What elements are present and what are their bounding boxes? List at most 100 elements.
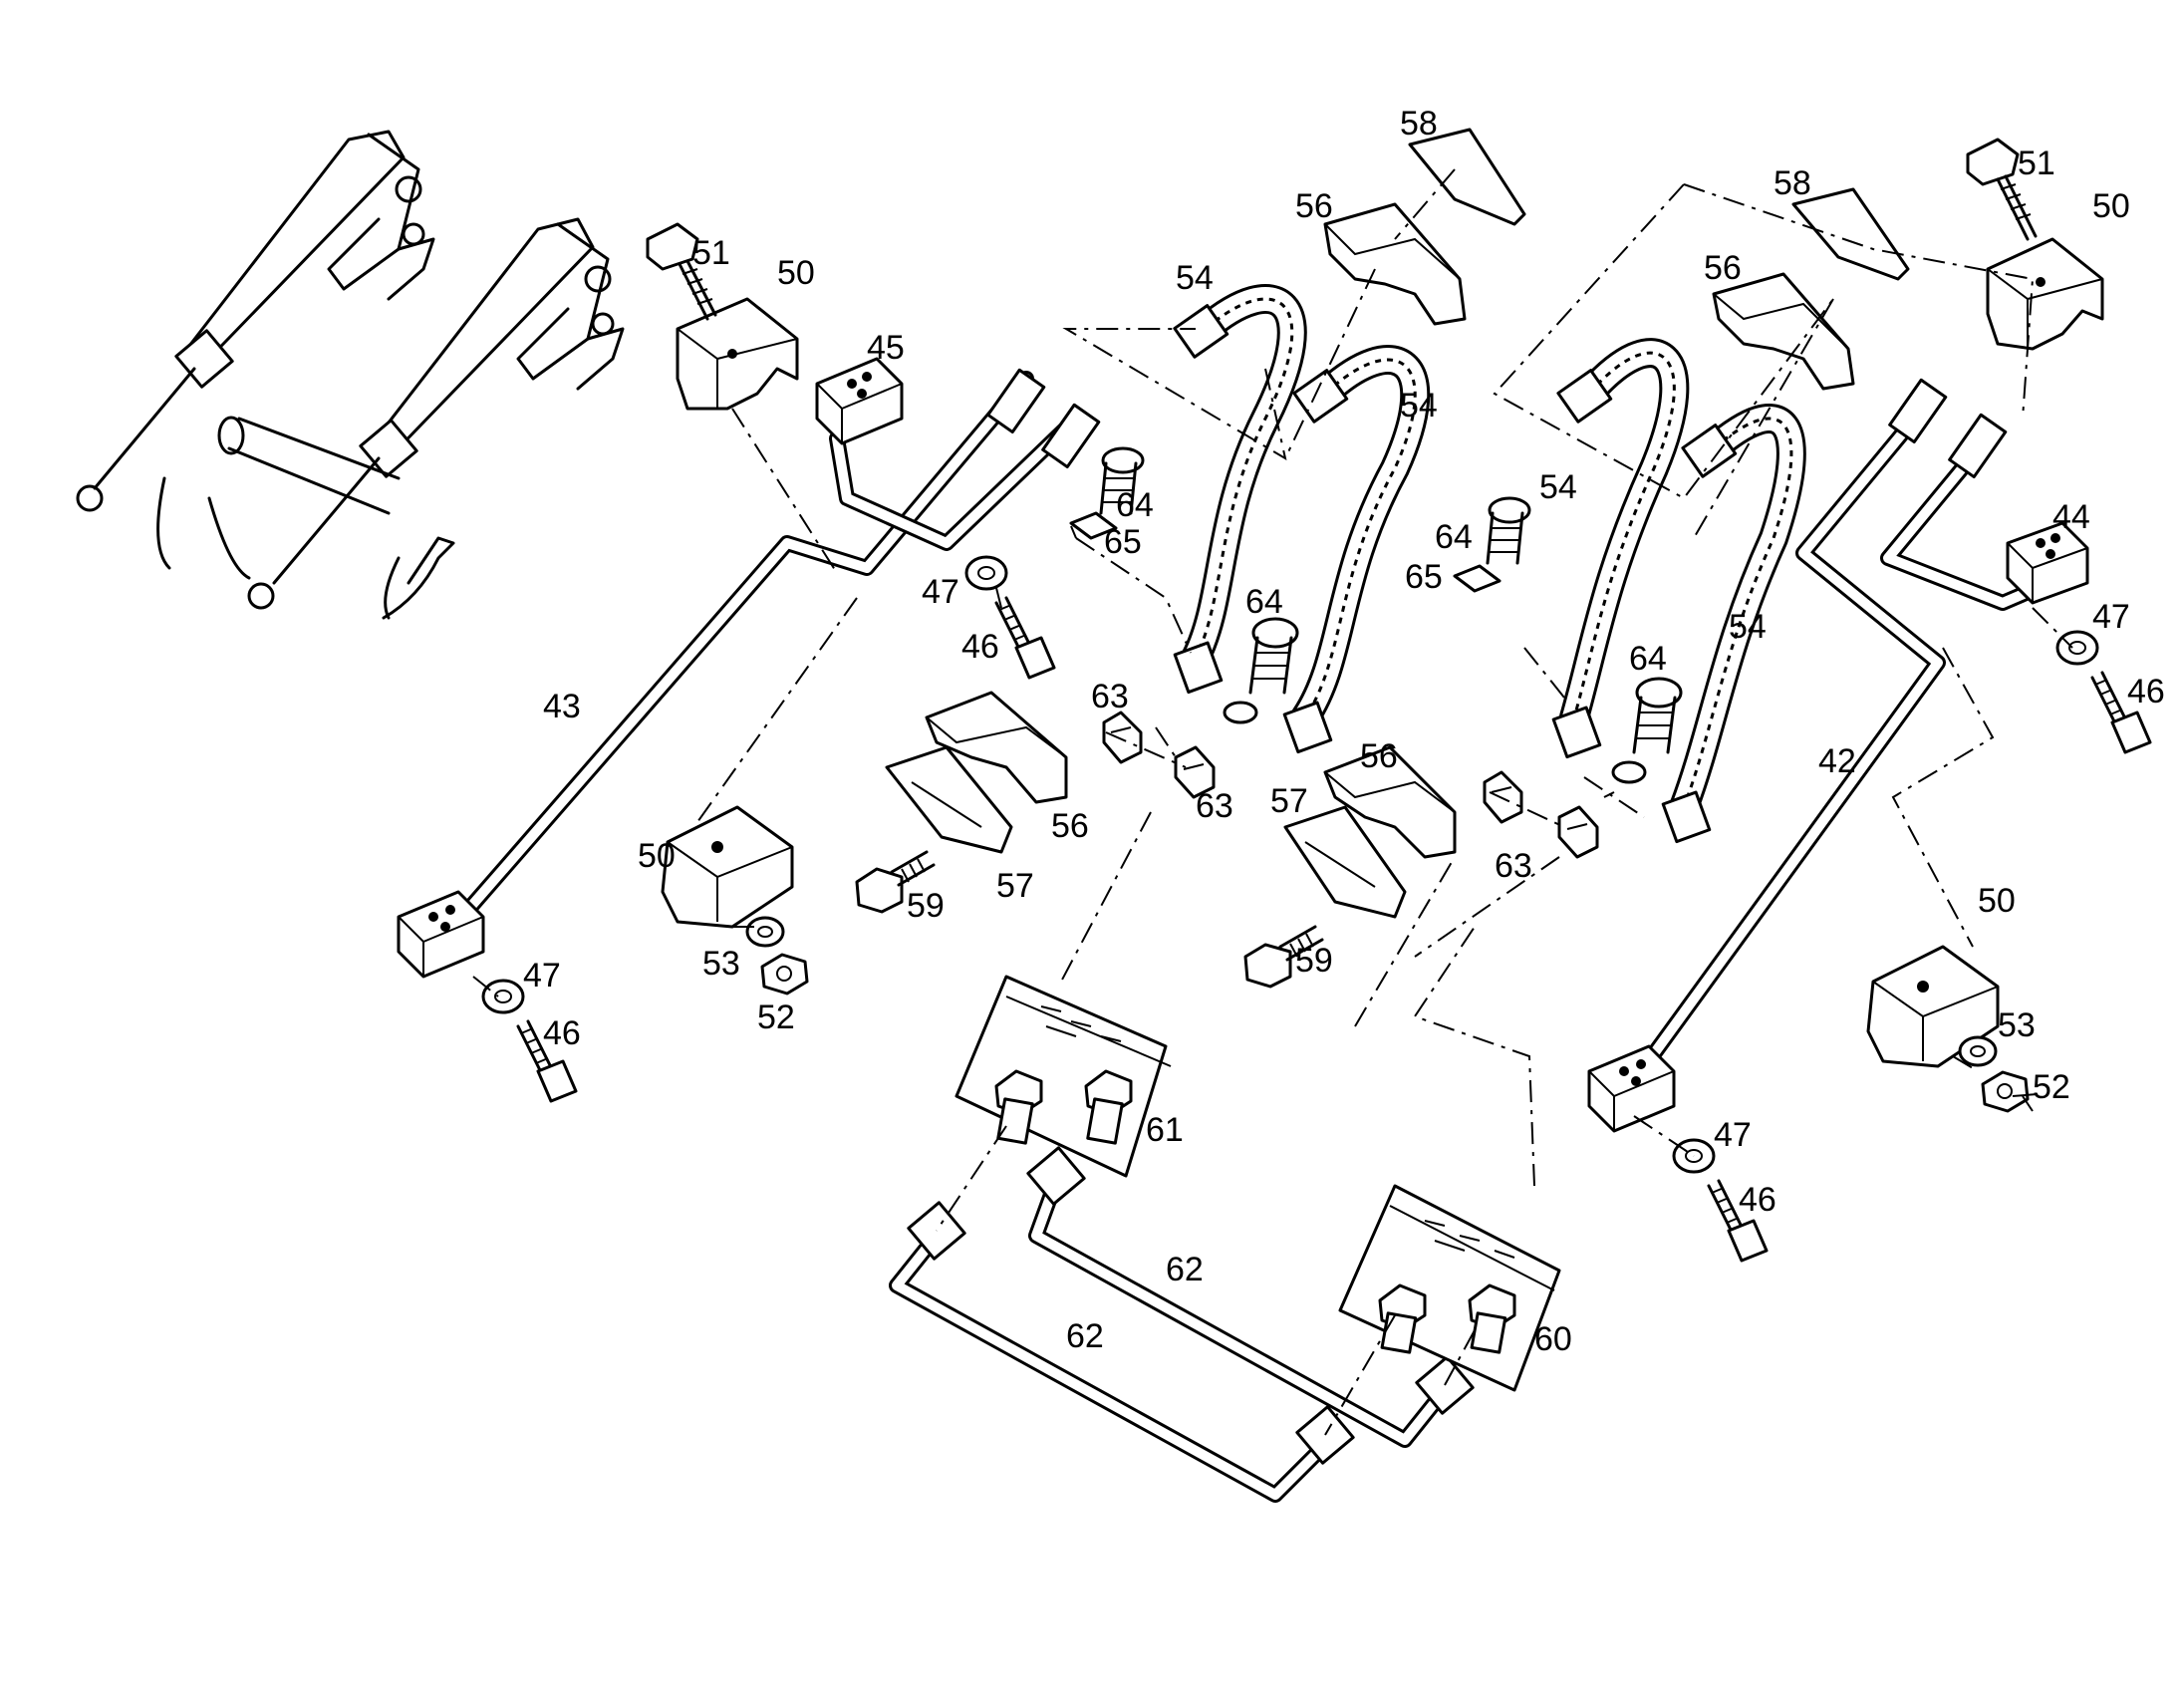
callout-54: 54 bbox=[1729, 608, 1767, 646]
connector-block-43-end bbox=[397, 890, 485, 979]
washer-53-right bbox=[1958, 1035, 1998, 1067]
hose-54-left-b bbox=[1282, 345, 1431, 754]
callout-65: 65 bbox=[1104, 523, 1142, 561]
bolt-46-upper-right bbox=[2090, 671, 2152, 754]
fitting-60-b bbox=[1468, 1283, 1516, 1354]
callout-44: 44 bbox=[2052, 498, 2090, 536]
bolt-59-center bbox=[1243, 925, 1324, 989]
callout-64: 64 bbox=[1629, 640, 1667, 678]
clamp-56-top-right bbox=[1712, 272, 1855, 391]
hose-54-right-b bbox=[1661, 404, 1806, 844]
pipe-62-inner bbox=[1026, 1146, 1475, 1448]
callout-42: 42 bbox=[1818, 742, 1856, 780]
plate-58-left bbox=[1408, 128, 1526, 226]
pipe-42 bbox=[1626, 378, 2046, 1089]
clamp-50-lower-left bbox=[661, 805, 794, 929]
connector-block-44 bbox=[2006, 521, 2089, 605]
callout-leaders bbox=[1070, 525, 2039, 1097]
callout-labels: 58 56 51 50 54 45 54 64 65 47 46 43 64 6… bbox=[523, 105, 2165, 1358]
callout-56: 56 bbox=[1704, 249, 1742, 287]
callout-47: 47 bbox=[1714, 1116, 1752, 1154]
screw-64-upper-right bbox=[1486, 496, 1531, 565]
callout-57: 57 bbox=[996, 867, 1034, 905]
callout-53: 53 bbox=[702, 945, 740, 983]
fitting-60-a bbox=[1378, 1283, 1427, 1354]
callout-58: 58 bbox=[1400, 105, 1438, 142]
clip-63-right-a bbox=[1483, 770, 1523, 824]
hose-54-left-a bbox=[1173, 284, 1307, 695]
hose-54-right-a bbox=[1551, 338, 1690, 759]
callout-64: 64 bbox=[1116, 486, 1154, 524]
callout-52: 52 bbox=[2033, 1068, 2070, 1106]
callout-61: 61 bbox=[1146, 1111, 1184, 1149]
clamp-56-center bbox=[1323, 745, 1457, 859]
clip-63-left-a bbox=[1102, 711, 1143, 764]
callout-57: 57 bbox=[1270, 782, 1308, 820]
washer-47-upper-right bbox=[2055, 630, 2099, 666]
plate-57-left bbox=[885, 745, 1013, 854]
callout-47: 47 bbox=[922, 573, 959, 611]
callout-46: 46 bbox=[2127, 673, 2165, 711]
clamp-50-top-left bbox=[676, 297, 799, 411]
manifold-block-60 bbox=[1338, 1184, 1561, 1392]
washer-47-lower-left bbox=[481, 979, 525, 1014]
callout-60: 60 bbox=[1534, 1320, 1572, 1358]
nut-52-left bbox=[760, 953, 809, 995]
callout-64: 64 bbox=[1245, 583, 1283, 621]
manifold-block-61 bbox=[955, 975, 1172, 1178]
callout-43: 43 bbox=[543, 688, 581, 725]
callout-46: 46 bbox=[961, 628, 999, 666]
plate-58-right bbox=[1791, 187, 1910, 281]
clamp-56-top-left bbox=[1323, 202, 1467, 326]
callout-51: 51 bbox=[2018, 144, 2055, 182]
callout-59: 59 bbox=[907, 887, 945, 925]
callout-47: 47 bbox=[523, 957, 561, 995]
loader-arm-assembly bbox=[76, 130, 625, 620]
callout-62: 62 bbox=[1066, 1317, 1104, 1355]
callout-56: 56 bbox=[1360, 737, 1398, 775]
callout-50: 50 bbox=[1978, 882, 2016, 920]
screw-64-middle-right bbox=[1611, 677, 1683, 784]
pipe-fittings-left bbox=[986, 368, 1101, 469]
callout-50: 50 bbox=[777, 254, 815, 292]
callout-62: 62 bbox=[1166, 1251, 1204, 1288]
callout-64: 64 bbox=[1435, 518, 1473, 556]
callout-56: 56 bbox=[1051, 807, 1089, 845]
callout-45: 45 bbox=[867, 329, 905, 367]
callout-46: 46 bbox=[1739, 1181, 1776, 1219]
connector-block-45 bbox=[815, 357, 904, 445]
callout-54: 54 bbox=[1400, 387, 1438, 425]
connector-block-42-end bbox=[1587, 1044, 1676, 1133]
callout-59: 59 bbox=[1295, 942, 1333, 980]
bolt-59-left bbox=[855, 850, 936, 914]
clamp-50-top-right bbox=[1986, 237, 2104, 351]
callout-50: 50 bbox=[638, 837, 676, 875]
bolt-46-lower-left bbox=[516, 1019, 578, 1103]
bolt-51-right bbox=[1966, 138, 2038, 241]
callout-54: 54 bbox=[1176, 259, 1214, 297]
assembly-lines bbox=[472, 168, 2073, 1436]
callout-63: 63 bbox=[1196, 787, 1233, 825]
callout-58: 58 bbox=[1774, 164, 1811, 202]
callout-53: 53 bbox=[1998, 1006, 2036, 1044]
callout-56: 56 bbox=[1295, 187, 1333, 225]
plate-57-center bbox=[1283, 805, 1407, 919]
clip-65-upper-left bbox=[1069, 511, 1118, 540]
bolt-51-left bbox=[646, 222, 717, 321]
washer-53-left bbox=[745, 916, 785, 948]
callout-47: 47 bbox=[2092, 598, 2130, 636]
bolt-46-lower-right bbox=[1707, 1179, 1769, 1263]
clip-63-right-b bbox=[1557, 805, 1599, 859]
callout-52: 52 bbox=[757, 998, 795, 1036]
clip-65-upper-right bbox=[1453, 564, 1502, 593]
callout-63: 63 bbox=[1495, 847, 1532, 885]
nut-52-right bbox=[1981, 1070, 2030, 1113]
callout-50: 50 bbox=[2092, 187, 2130, 225]
bolt-46-upper-left bbox=[994, 596, 1056, 680]
callout-54: 54 bbox=[1539, 468, 1577, 506]
screw-64-middle-left bbox=[1223, 617, 1299, 724]
washer-47-upper-left bbox=[964, 555, 1008, 591]
callout-65: 65 bbox=[1405, 558, 1443, 596]
screw-64-upper-left bbox=[1099, 446, 1145, 515]
